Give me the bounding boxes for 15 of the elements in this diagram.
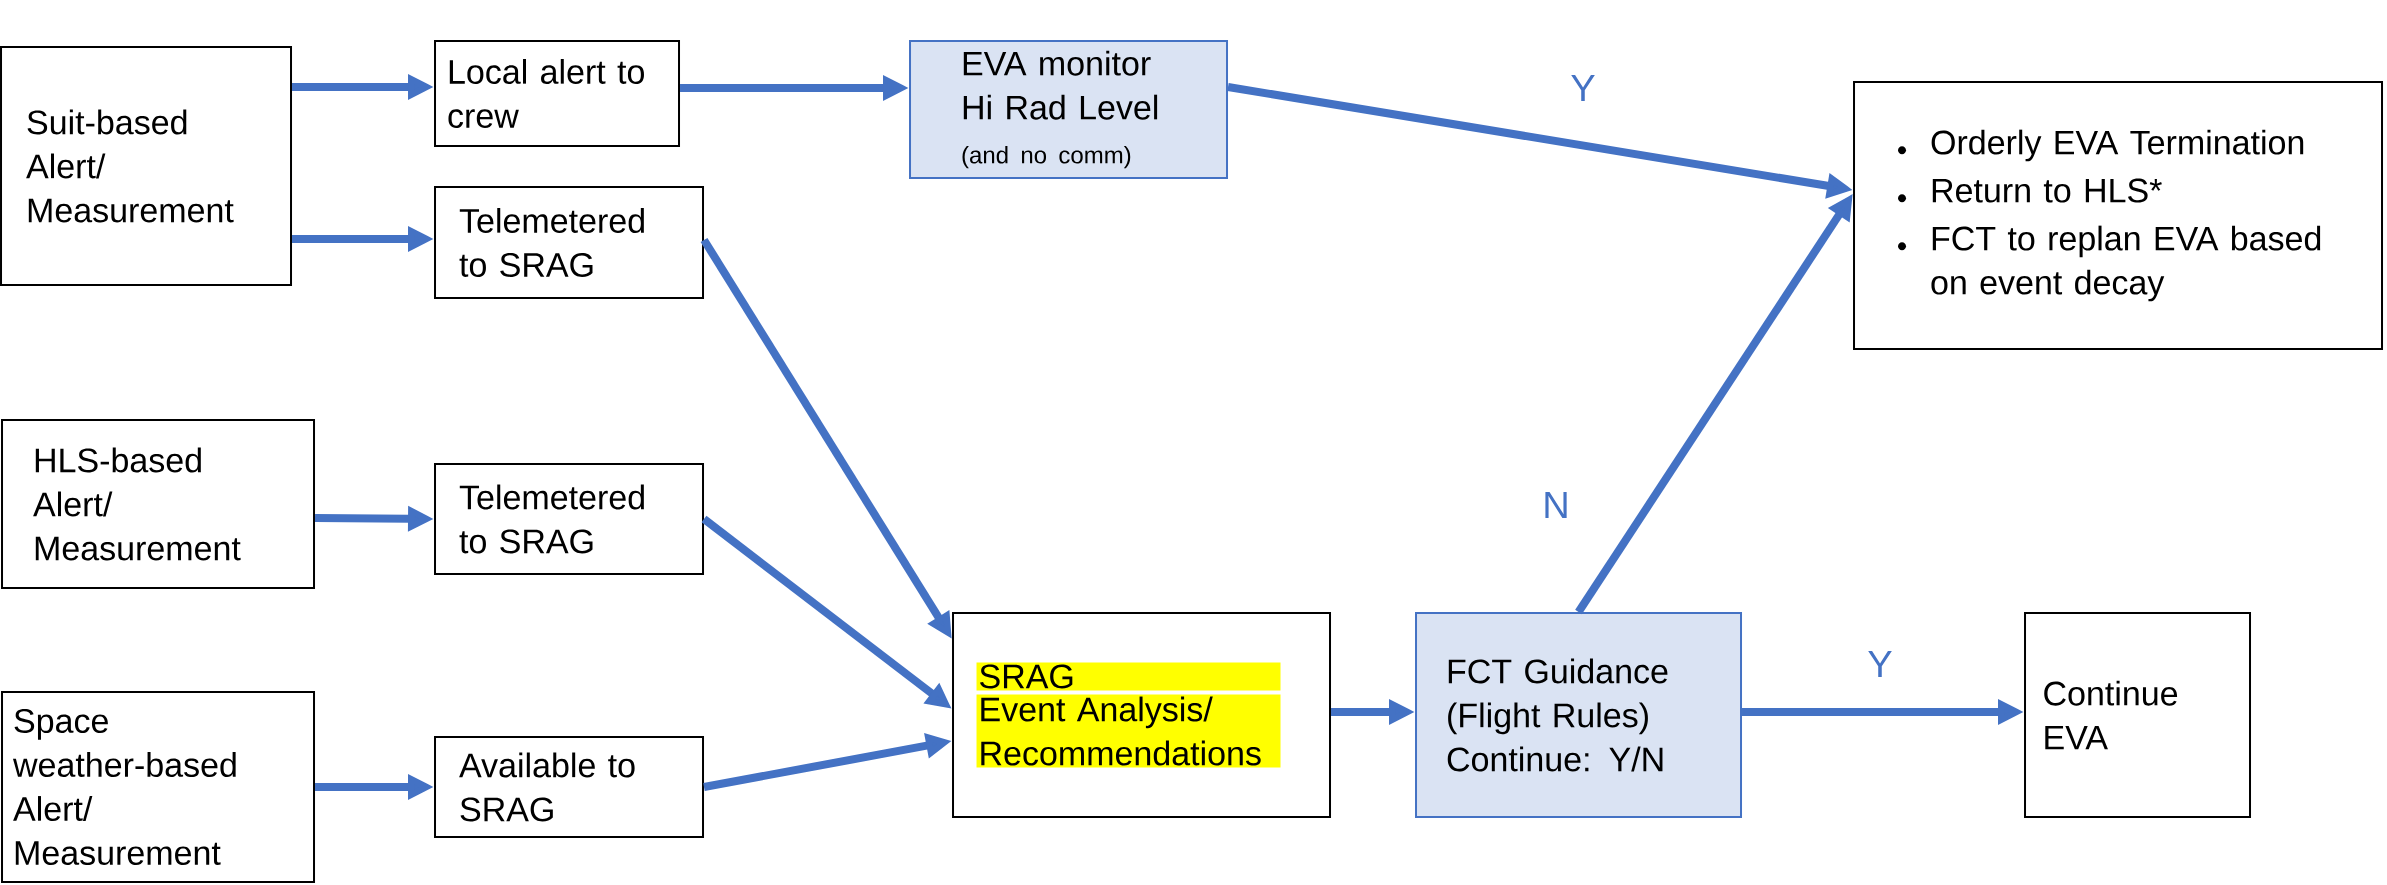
- process-box: Space weather-based Alert/ Measurement: [1, 691, 315, 883]
- process-box: Available to SRAG: [434, 736, 704, 838]
- process-box: Telemetered to SRAG: [434, 463, 704, 575]
- edge-label: N: [1540, 489, 1572, 521]
- process-box: FCT Guidance (Flight Rules) Continue: Y/N: [1415, 612, 1742, 818]
- process-box: HLS-based Alert/ Measurement: [1, 419, 315, 589]
- process-box: Local alert to crew: [434, 40, 680, 147]
- edge-label: Y: [1865, 648, 1895, 680]
- edge-label: Y: [1568, 72, 1598, 104]
- bullet-list-box: Orderly EVA Termination Return to HLS* FCT to replan EVA based on event decay: [1853, 81, 2383, 350]
- process-box: EVA monitor Hi Rad Level (and no comm): [909, 40, 1228, 179]
- process-box: Continue EVA: [2024, 612, 2251, 818]
- process-box: Suit-based Alert/ Measurement: [0, 46, 292, 286]
- process-box: Telemetered to SRAG: [434, 186, 704, 299]
- process-box: SRAG Event Analysis/ Recommendations: [952, 612, 1331, 818]
